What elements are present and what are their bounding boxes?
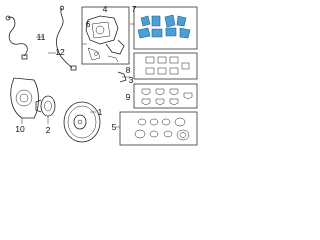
callout-8[interactable]: 8 [126, 65, 131, 75]
callout-7[interactable]: 7 [132, 4, 137, 14]
pad-support-plates[interactable] [141, 88, 193, 106]
group-box-5[interactable] [119, 111, 198, 146]
callout-11[interactable]: 11 [37, 32, 46, 42]
caliper-assembly[interactable] [85, 15, 125, 63]
leader-lines [21, 23, 134, 128]
brake-pads[interactable] [137, 14, 191, 39]
abs-sensor-wire[interactable] [5, 15, 28, 60]
callout-9[interactable]: 9 [126, 92, 131, 102]
speed-sensor-wire[interactable] [55, 5, 77, 71]
callout-10[interactable]: 10 [15, 124, 25, 134]
callout-12[interactable]: 12 [55, 47, 65, 57]
brake-rotor[interactable] [63, 101, 101, 143]
dust-shield[interactable] [10, 77, 39, 119]
group-box-4[interactable] [81, 6, 130, 65]
callout-4[interactable]: 4 [103, 4, 108, 14]
parts-diagram: 4 7 6 11 12 8 3 9 1 2 5 10 [5, 4, 198, 146]
group-box-7[interactable] [133, 6, 198, 50]
callout-5[interactable]: 5 [112, 122, 117, 132]
callout-6[interactable]: 6 [86, 19, 91, 29]
caliper-seal-kit[interactable] [134, 117, 190, 141]
group-box-8[interactable] [133, 52, 198, 80]
callout-3[interactable]: 3 [129, 75, 134, 85]
pad-shims[interactable] [145, 56, 190, 75]
group-box-9[interactable] [133, 83, 198, 109]
callout-1[interactable]: 1 [98, 107, 103, 117]
caliper-bolt[interactable] [117, 71, 130, 83]
callout-2[interactable]: 2 [46, 125, 51, 135]
